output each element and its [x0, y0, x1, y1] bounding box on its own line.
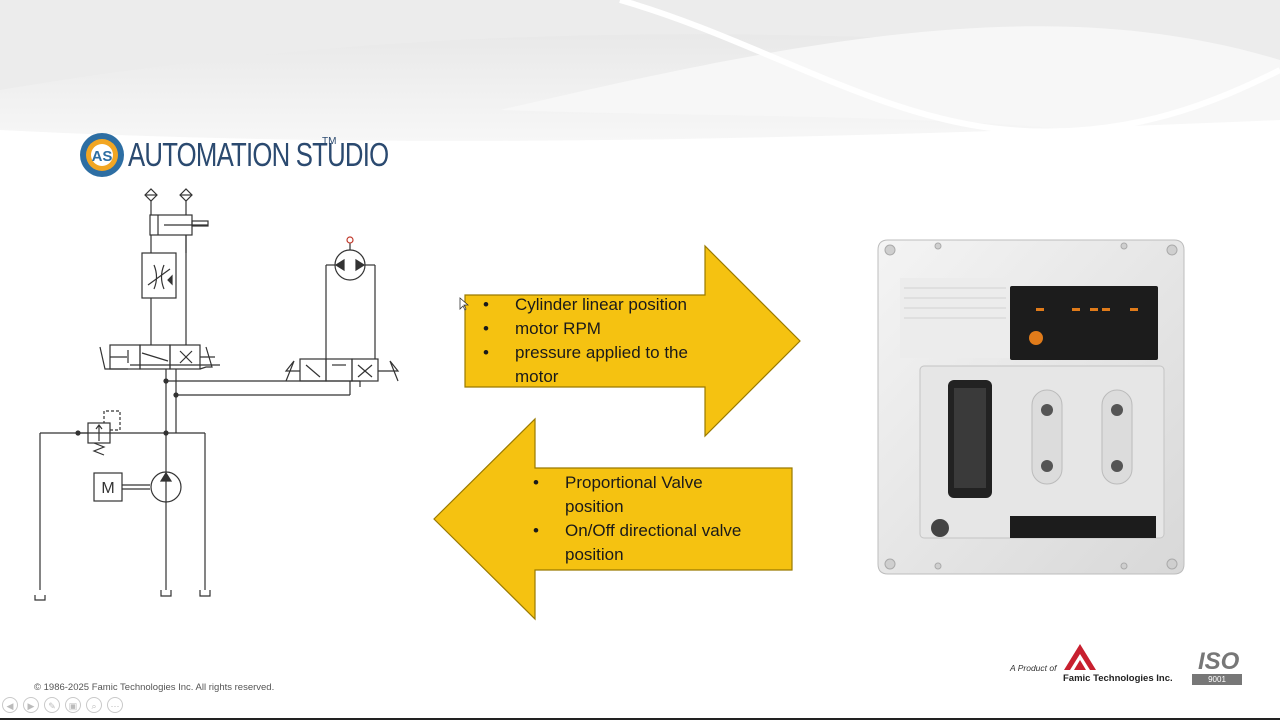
output-signal-item: motor RPM [465, 317, 725, 341]
famic-mountain-icon [1064, 644, 1096, 670]
iso-logo: ISO 9001 [1190, 648, 1246, 688]
motor-label: M [101, 480, 114, 497]
iso-number: 9001 [1192, 674, 1242, 685]
logo-title: AUTOMATION STUDIO [128, 136, 389, 173]
connector-port-icon [1031, 389, 1133, 485]
slideshow-toolbar: ◀ ▶ ✎ ▣ ⌕ ⋯ [2, 697, 123, 717]
pen-icon[interactable]: ✎ [44, 697, 60, 713]
input-signal-item: Proportional Valve [515, 471, 775, 495]
background-swoosh [0, 0, 1280, 200]
logo-monogram: AS [92, 148, 113, 165]
famic-logo: A Product of Famic Technologies Inc. [1008, 642, 1188, 688]
a-product-of-label: A Product of [1010, 663, 1057, 673]
slides-icon[interactable]: ▣ [65, 697, 81, 713]
hydraulic-motor-icon [334, 236, 366, 281]
copyright-notice: © 1986-2025 Famic Technologies Inc. All … [34, 682, 275, 693]
mouse-cursor-icon [459, 297, 469, 311]
company-name: Famic Technologies Inc. [1063, 673, 1173, 684]
input-signal-continuation: position [565, 497, 624, 516]
input-signal-continuation: position [565, 545, 624, 564]
hydraulic-schematic: M [34, 188, 400, 601]
output-signal-continuation: motor [515, 367, 559, 386]
bottom-border [0, 718, 1280, 720]
electric-motor-icon: M [93, 472, 123, 502]
input-signal-item: On/Off directional valve [515, 519, 775, 543]
directional-valve-icon [284, 358, 400, 382]
hydraulic-cylinder-icon [149, 214, 209, 236]
output-signals-list: Cylinder linear position motor RPM press… [465, 293, 725, 389]
input-signals-list: Proportional Valve position On/Off direc… [515, 471, 775, 567]
hydraulic-pump-icon [150, 471, 182, 503]
flow-control-valve-icon [141, 252, 177, 299]
tank-icon [34, 590, 211, 601]
more-icon[interactable]: ⋯ [107, 697, 123, 713]
output-signal-item: Cylinder linear position [465, 293, 725, 317]
position-sensor-icon [144, 188, 193, 215]
output-signal-item: pressure applied to the [465, 341, 725, 365]
automation-studio-logo: AS AUTOMATION STUDIO TM [78, 130, 389, 182]
electronic-controller-image [877, 239, 1185, 575]
proportional-valve-icon [99, 344, 220, 370]
as-monogram-icon: AS [80, 133, 124, 177]
next-icon[interactable]: ▶ [23, 697, 39, 713]
logo-trademark: TM [322, 136, 337, 147]
previous-icon[interactable]: ◀ [2, 697, 18, 713]
zoom-icon[interactable]: ⌕ [86, 697, 102, 713]
iso-label: ISO [1198, 648, 1240, 675]
